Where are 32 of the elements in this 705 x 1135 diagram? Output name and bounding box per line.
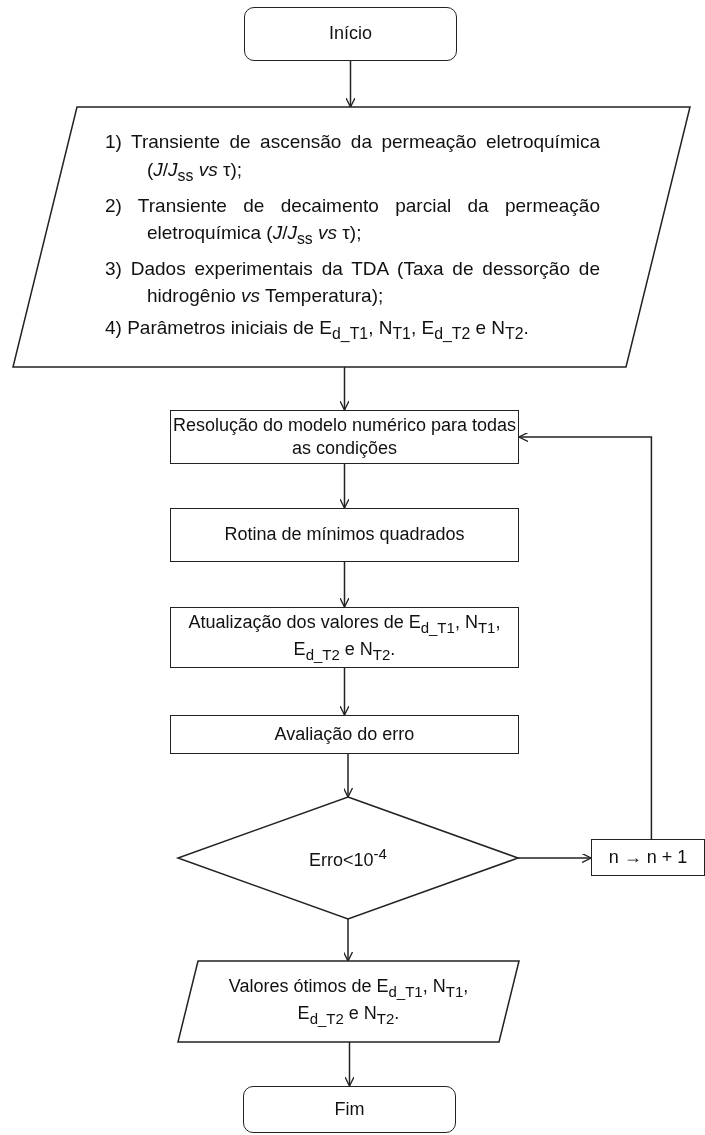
arrow [342, 918, 354, 962]
list-item: 3) Dados experimentais da TDA (Taxa de dessorção de hidrogênio vs Temperatura); [105, 256, 600, 309]
input-parallelogram [13, 107, 690, 367]
node-label: Avaliação do erro [274, 722, 415, 746]
arrow [339, 463, 350, 509]
node-label: Início [329, 22, 372, 46]
terminator-box [243, 1086, 456, 1133]
arrow [345, 60, 356, 108]
node-label: Valores ótimos de E$_{d_T1}$, N$_{T1}$, E$_{d_T2}$ e N$_{T2}$. [227, 975, 470, 1028]
arrow [339, 667, 350, 716]
arrow [344, 1041, 355, 1087]
decision-diamond [178, 797, 518, 919]
list-item: 4) Parâmetros iniciais de E$_{d_T1}$, N$_{T1}$, E$_{d_T2}$ e N$_{T2}$. [105, 315, 530, 344]
list-item: 2) Transiente de decaimento parcial da permeação eletroquímica (J/J$_{ss}$ vs τ); [105, 193, 600, 249]
node-label: Rotina de mínimos quadrados [224, 523, 465, 547]
process-box [591, 839, 705, 876]
arrow [339, 366, 350, 411]
node-label: Resolução do modelo numérico para todas as condições [171, 413, 518, 460]
arrow [342, 753, 354, 798]
output-parallelogram [178, 961, 519, 1042]
arrow [339, 561, 350, 608]
arrow [517, 852, 592, 864]
node-label: Atualização dos valores de E$_{d_T1}$, N$_{T1}$, E$_{d_T2}$ e N$_{T2}$. [187, 611, 502, 664]
node-label: n → n + 1 [608, 845, 688, 869]
node-label: Erro<10$^{-4}$ [309, 843, 387, 872]
process-box [170, 607, 519, 668]
process-box [170, 715, 519, 754]
node-label: Fim [334, 1097, 365, 1121]
terminator-box [244, 7, 457, 61]
process-box [170, 508, 519, 562]
arrow [518, 431, 653, 840]
list-item: 1) Transiente de ascensão da permeação eletroquímica (J/J$_{ss}$ vs τ); [105, 130, 600, 186]
